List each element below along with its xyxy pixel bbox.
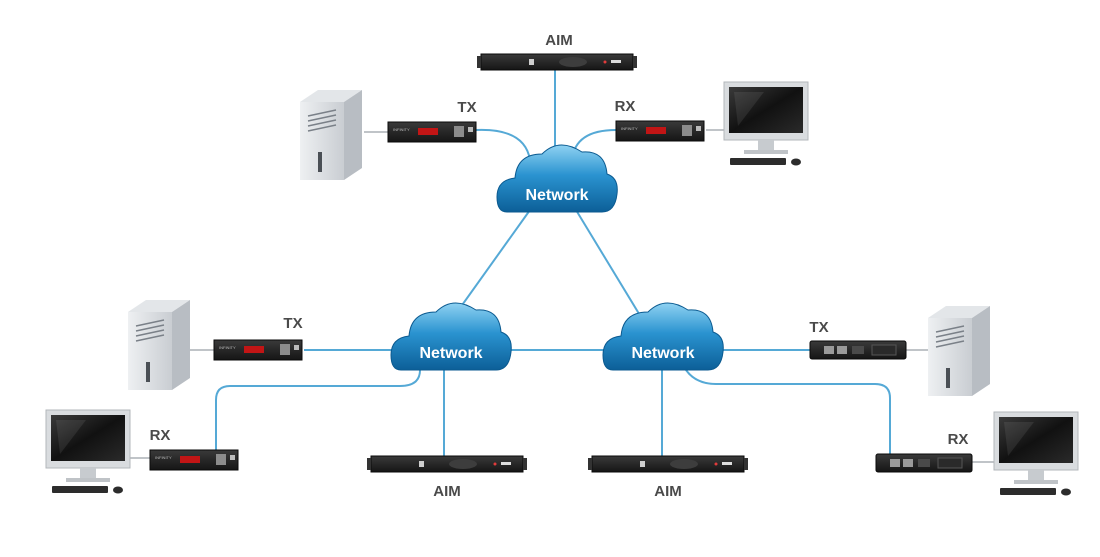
rx-right-label: RX (948, 431, 969, 448)
rx-extender-left (149, 449, 239, 471)
aim-bottom-left-label: AIM (433, 483, 461, 500)
rx-left-label: RX (150, 427, 171, 444)
aim-bottom-left (366, 455, 528, 473)
network-cloud-label: Network (525, 187, 588, 204)
rx-extender-top (615, 120, 705, 142)
network-cloud-label: Network (631, 345, 694, 362)
network-cloud-right: Network (602, 302, 724, 371)
aim-bottom-right-label: AIM (654, 483, 682, 500)
workstation-left (45, 409, 131, 494)
tower-pc-left (127, 299, 191, 391)
tower-pc-right (927, 305, 991, 397)
tx-extender-top (387, 121, 477, 143)
aim-bottom-right (587, 455, 749, 473)
network-links (215, 70, 891, 456)
rx-top-label: RX (615, 98, 636, 115)
tx-extender-left (213, 339, 303, 361)
network-cloud-label: Network (419, 345, 482, 362)
tx-extender-right (809, 340, 907, 360)
rx-extender-right (875, 453, 973, 473)
aim-top-label: AIM (545, 32, 573, 49)
network-cloud-top: Network (496, 144, 618, 213)
peripheral-cables (130, 129, 994, 463)
tx-left-label: TX (283, 315, 302, 332)
tx-right-label: TX (809, 319, 828, 336)
tower-pc-top-left (299, 89, 363, 181)
workstation-right (993, 411, 1079, 496)
tx-top-label: TX (457, 99, 476, 116)
aim-top (476, 53, 638, 71)
workstation-top-right (723, 81, 809, 166)
network-cloud-left: Network (390, 302, 512, 371)
